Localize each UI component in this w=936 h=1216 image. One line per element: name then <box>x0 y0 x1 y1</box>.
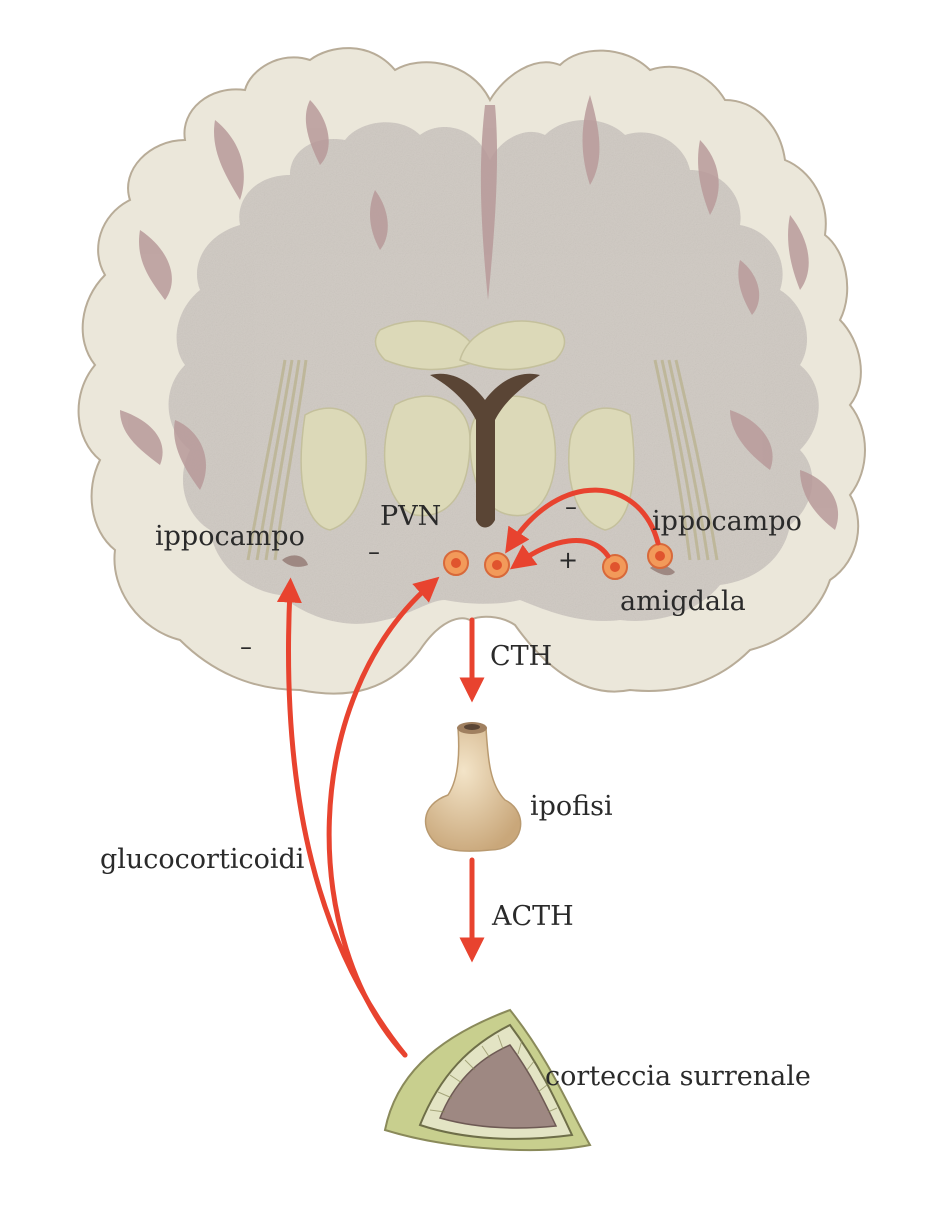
brain-coronal-section <box>77 47 866 695</box>
label-glucocorticoids: glucocorticoidi <box>100 844 305 875</box>
internal-capsule-right <box>653 359 719 561</box>
hippocampus-left-shape <box>282 555 308 567</box>
label-pituitary: ipofisi <box>530 791 613 822</box>
hippocampus-right-neuron <box>647 543 673 569</box>
label-hippocampus-left: ippocampo <box>155 521 305 552</box>
internal-capsule-left <box>246 359 308 561</box>
sign-glucocorticoids-to-hippocampus: – <box>240 633 252 661</box>
lateral-ventricles <box>430 373 540 528</box>
sign-hippocampus-right-to-pvn: – <box>565 493 577 521</box>
pvn-neurons <box>443 550 510 578</box>
adrenal-gland <box>383 1008 592 1151</box>
label-hippocampus-right: ippocampo <box>652 506 802 537</box>
label-amygdala: amigdala <box>620 586 746 617</box>
label-acth: ACTH <box>491 901 574 932</box>
label-pvn: PVN <box>380 501 441 532</box>
arrow-glucocorticoids-to-pvn <box>326 576 440 1058</box>
label-cth: CTH <box>490 641 552 672</box>
pituitary-gland <box>424 722 522 852</box>
amygdala-neuron <box>602 554 628 580</box>
label-adrenal-cortex: corteccia surrenale <box>545 1061 811 1092</box>
arrows <box>276 487 661 1058</box>
arrow-amygdala-to-pvn <box>509 538 611 570</box>
arrow-hippocampus-to-pvn <box>505 487 661 554</box>
sign-amygdala-to-pvn: + <box>558 546 578 574</box>
sign-hippocampus-left-to-pvn: – <box>368 538 380 566</box>
brain-sulci <box>120 95 839 530</box>
